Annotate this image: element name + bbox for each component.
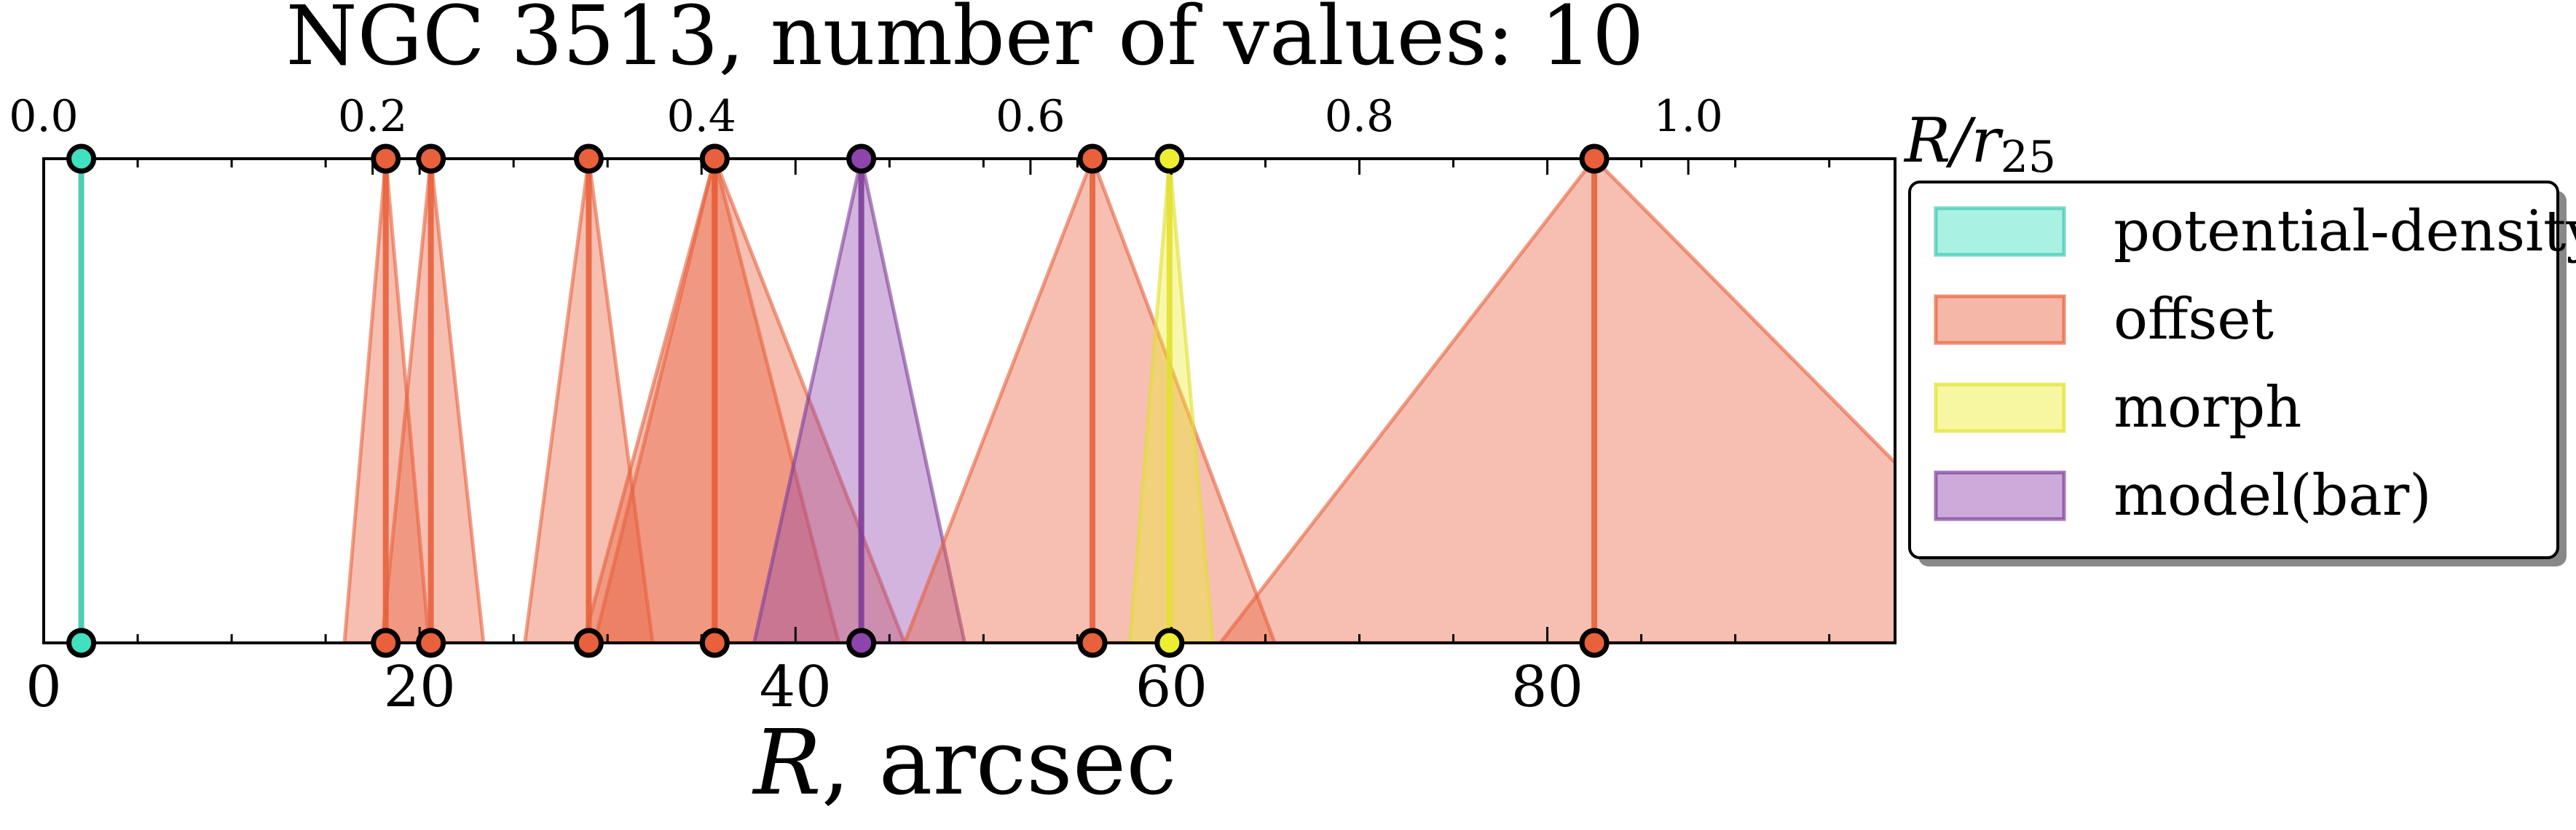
legend-label: model(bar) [2114,463,2432,529]
marker-bottom-offset-9 [1579,628,1610,658]
marker-bottom-offset-2 [416,628,446,658]
top-tick-label: 0.0 [9,91,78,142]
marker-bottom-morph-8 [1154,628,1185,658]
legend-label: potential-density [2114,199,2576,264]
marker-top-model-bar--6 [846,143,877,174]
top-axis-label: R/r25 [1903,105,2056,183]
marker-top-potential-density-0 [66,143,97,174]
x-tick-label: 60 [1135,655,1208,720]
legend-swatch [1934,294,2066,345]
top-ticks: 0.0 0.2 0.4 0.6 0.8 1.0 [9,91,1723,175]
marker-bottom-model-bar--6 [846,628,877,658]
top-tick-label: 0.8 [1325,91,1394,142]
markers [66,143,1610,658]
x-axis-label: R, arcsec [752,711,1176,815]
legend-label: offset [2114,287,2274,352]
marker-bottom-offset-7 [1077,628,1108,658]
legend-frame [1908,181,2559,559]
chart-title: NGC 3513, number of values: 10 [286,0,1645,84]
x-tick-label: 0 [25,655,62,720]
legend-swatch [1934,382,2066,433]
top-tick-label: 0.6 [996,91,1065,142]
bottom-ticks: 0 20 40 60 80 [25,159,1831,720]
range-triangle-offset-4 [581,159,841,643]
range-triangles [342,159,1895,643]
marker-bottom-offset-3 [573,628,604,658]
legend-swatch [1934,470,2066,521]
marker-top-offset-3 [573,143,604,174]
top-tick-label: 0.4 [667,91,736,142]
plot-frame [42,157,1896,644]
marker-top-offset-7 [1077,143,1108,174]
x-tick-label: 40 [760,655,832,720]
top-tick-label: 1.0 [1653,91,1722,142]
range-triangle-offset-9 [1218,159,1895,643]
marker-bottom-offset-5 [699,628,730,658]
legend-label: morph [2114,375,2301,440]
x-tick-label: 80 [1511,655,1583,720]
range-triangle-offset-5 [592,159,907,643]
top-tick-label: 0.2 [338,91,407,142]
marker-top-offset-2 [416,143,446,174]
marker-bottom-offset-1 [371,628,401,658]
marker-top-offset-1 [371,143,401,174]
legend-swatch [1934,206,2066,257]
median-lines [78,159,1598,643]
legend: potential-density offset morph model(bar) [1908,181,2576,566]
x-tick-label: 20 [384,655,456,720]
marker-bottom-potential-density-0 [66,628,97,658]
marker-top-morph-8 [1154,143,1185,174]
marker-top-offset-9 [1579,143,1610,174]
marker-top-offset-5 [699,143,730,174]
legend-items: potential-density offset morph model(bar) [1934,199,2576,529]
